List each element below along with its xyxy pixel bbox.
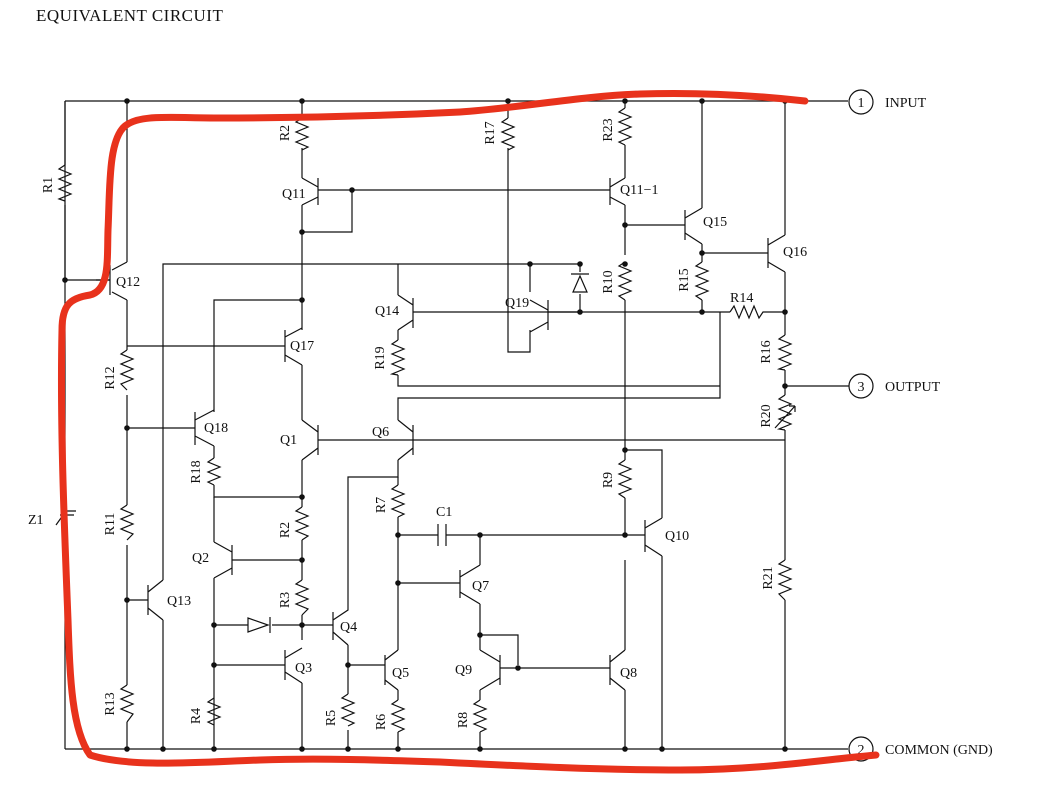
label-r5: R5 [324, 710, 339, 726]
resistor-r11 [119, 504, 135, 541]
resistor-r21 [777, 559, 793, 601]
label-r23: R23 [601, 118, 616, 141]
label-q8: Q8 [620, 666, 637, 681]
resistor-r18 [206, 457, 222, 486]
label-r1: R1 [41, 177, 56, 193]
resistor-r19 [389, 339, 406, 376]
label-r9: R9 [601, 472, 616, 488]
pin-common: 2 COMMON (GND) [848, 736, 993, 762]
label-r16: R16 [759, 340, 774, 363]
label-r10: R10 [601, 270, 616, 293]
resistors [57, 107, 796, 733]
label-r13: R13 [103, 692, 118, 715]
resistor-r14 [729, 304, 765, 320]
resistor-r2-bottom [294, 506, 310, 541]
label-r19: R19 [373, 346, 388, 369]
label-r17: R17 [483, 121, 498, 144]
pin-output: 3 OUTPUT [848, 373, 941, 399]
label-q5: Q5 [392, 666, 409, 681]
pin-input: 1 INPUT [848, 89, 927, 115]
pin-label: INPUT [885, 96, 927, 111]
label-r4: R4 [189, 708, 204, 724]
label-q14: Q14 [375, 304, 399, 319]
resistor-r16 [776, 334, 793, 371]
label-q18: Q18 [204, 421, 228, 436]
resistor-r8 [472, 699, 488, 733]
label-r15: R15 [677, 268, 692, 291]
label-z1: Z1 [28, 513, 44, 528]
label-q2: Q2 [192, 551, 209, 566]
pin-number: 3 [858, 380, 865, 395]
passives [55, 273, 589, 633]
label-r7: R7 [374, 497, 389, 513]
label-r2-bottom: R2 [278, 522, 293, 538]
resistor-r15 [694, 261, 710, 301]
label-r3: R3 [278, 592, 293, 608]
resistor-r6 [390, 699, 406, 733]
label-q3: Q3 [295, 661, 312, 676]
wires [64, 100, 848, 750]
label-q19: Q19 [505, 296, 529, 311]
label-q15: Q15 [703, 215, 727, 230]
label-q7: Q7 [472, 579, 489, 594]
resistor-r23 [617, 107, 633, 146]
red-highlight-annotation [57, 89, 880, 774]
resistor-r12 [119, 349, 135, 391]
label-q9: Q9 [455, 663, 472, 678]
label-q12: Q12 [116, 275, 140, 290]
label-r12: R12 [103, 366, 118, 389]
label-q11: Q11 [282, 187, 306, 202]
junctions [62, 98, 788, 752]
label-r8: R8 [456, 712, 471, 728]
resistor-r9 [617, 459, 633, 499]
label-q6: Q6 [372, 425, 389, 440]
resistor-r2-top [294, 117, 310, 151]
pin-label: OUTPUT [885, 380, 941, 395]
label-q13: Q13 [167, 594, 191, 609]
pin-number: 2 [858, 743, 865, 758]
resistor-r5 [340, 693, 356, 727]
label-r2-top: R2 [278, 125, 293, 141]
label-r21: R21 [761, 566, 776, 589]
label-q1: Q1 [280, 433, 297, 448]
pin-label: COMMON (GND) [885, 743, 993, 758]
capacitor-c1 [437, 524, 458, 546]
label-q16: Q16 [783, 245, 807, 260]
label-r20: R20 [759, 404, 774, 427]
diode-q19 [571, 273, 589, 293]
resistor-r10 [617, 261, 633, 301]
label-q10: Q10 [665, 529, 689, 544]
label-r18: R18 [189, 460, 204, 483]
label-q4: Q4 [340, 620, 357, 635]
label-r11: R11 [103, 513, 118, 536]
resistor-r7 [390, 484, 406, 518]
label-r6: R6 [374, 714, 389, 730]
resistor-r17 [500, 117, 516, 151]
component-labels: R1 R2 R17 R23 Q11 Q11−1 Q15 Q16 Q12 R10 … [28, 118, 807, 730]
resistor-r1 [57, 164, 73, 202]
resistor-r3 [294, 579, 310, 616]
label-c1: C1 [436, 505, 452, 520]
label-q11-1: Q11−1 [620, 183, 659, 198]
resistor-r20 [774, 394, 796, 431]
label-r14: R14 [730, 291, 753, 306]
diode-q4-row [247, 617, 271, 633]
label-q17: Q17 [290, 339, 314, 354]
pin-number: 1 [858, 96, 865, 111]
resistor-r4 [206, 697, 222, 726]
resistor-r13 [119, 684, 135, 723]
diagram-title: EQUIVALENT CIRCUIT [36, 6, 224, 25]
